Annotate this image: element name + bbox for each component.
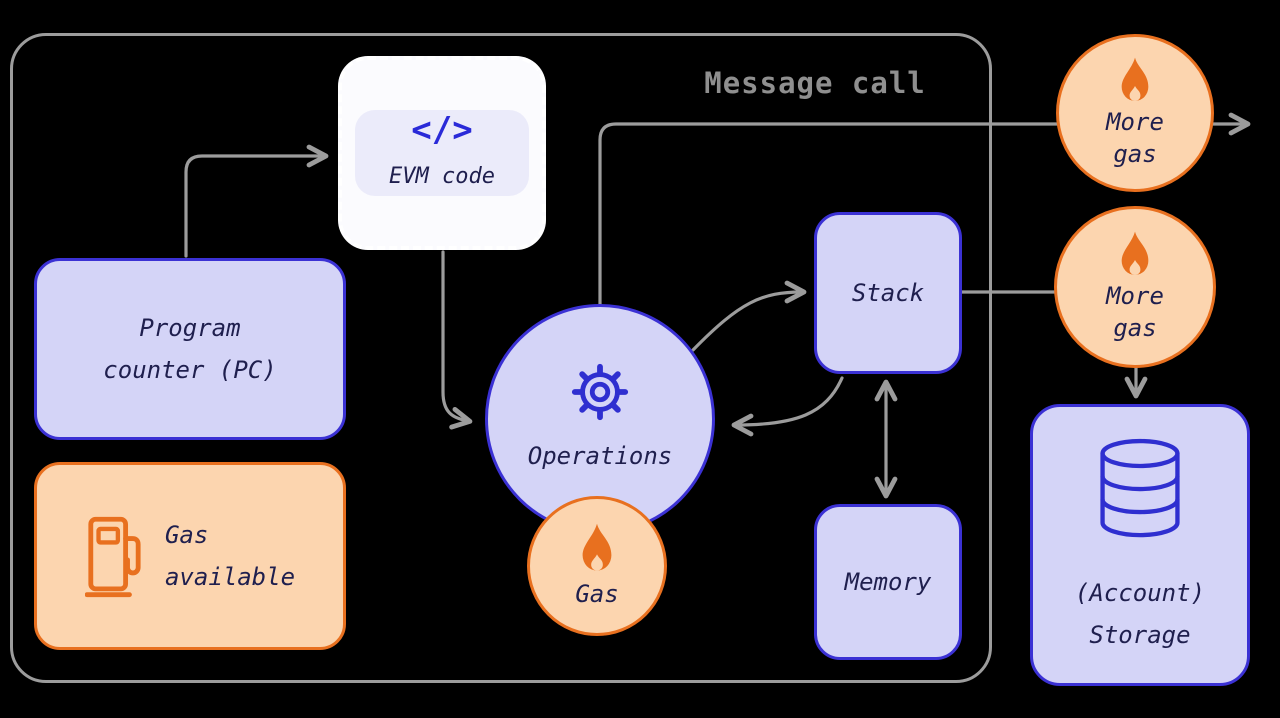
gas-pump-icon: [84, 516, 141, 598]
gear-icon: [571, 363, 629, 421]
database-icon: [1100, 438, 1180, 538]
gas-label: Gas: [575, 579, 619, 608]
operations-circle: Operations: [485, 304, 715, 534]
gas-available-box: Gas available: [34, 462, 346, 650]
evm-code-inner-panel: </> EVM code: [355, 109, 529, 197]
diagram-title: Message call: [704, 66, 926, 100]
edge-operations-to-stack: [691, 280, 807, 352]
program-counter-box: Program counter (PC): [34, 258, 346, 440]
gas-available-label: Gas available: [164, 521, 296, 591]
program-counter-label: Program counter (PC): [103, 314, 277, 384]
more-gas-top-label: More gas: [1106, 107, 1164, 168]
memory-box: Memory: [814, 504, 962, 660]
code-icon: </>: [411, 109, 473, 150]
flame-icon: [1121, 57, 1149, 101]
edge-operations-to-moregas-exit: [598, 112, 1251, 320]
evm-code-label: EVM code: [389, 163, 495, 189]
stack-label: Stack: [851, 279, 925, 307]
memory-label: Memory: [844, 568, 932, 596]
operations-label: Operations: [527, 442, 673, 470]
flame-icon: [1121, 231, 1149, 275]
account-storage-label: (Account) Storage: [1074, 579, 1206, 649]
more-gas-top-circle: More gas: [1056, 34, 1214, 192]
gas-circle: Gas: [527, 496, 667, 636]
more-gas-mid-circle: More gas: [1054, 206, 1216, 368]
evm-code-box: </> EVM code: [338, 56, 546, 250]
stack-box: Stack: [814, 212, 962, 374]
edge-evm-to-operations: [441, 250, 473, 430]
edge-stack-to-operations: [731, 376, 844, 437]
more-gas-mid-label: More gas: [1106, 281, 1164, 342]
flame-icon: [582, 523, 612, 571]
message-call-container: [10, 33, 992, 683]
account-storage-box: (Account) Storage: [1030, 404, 1250, 686]
edge-pc-to-evm: [184, 144, 329, 258]
